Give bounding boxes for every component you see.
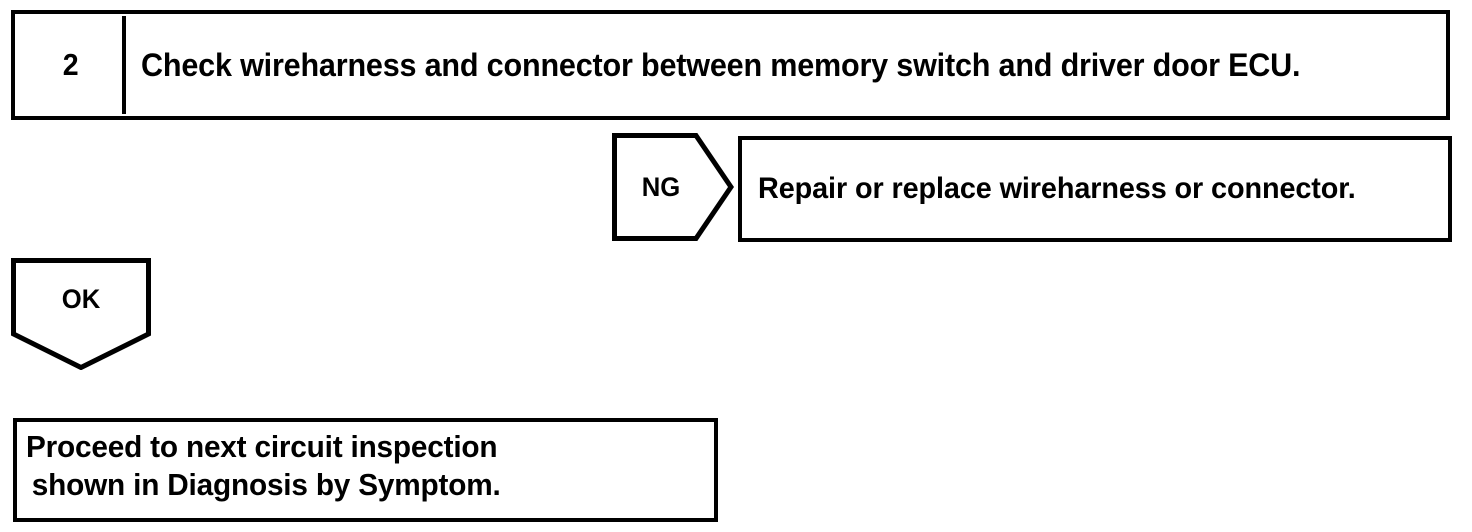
pentagon-down-icon — [11, 258, 151, 370]
final-outcome-box: Proceed to next circuit inspection shown… — [13, 418, 718, 522]
ng-branch-pentagon: NG — [612, 133, 734, 241]
step-instruction-cell: Check wireharness and connector between … — [126, 14, 1446, 116]
ng-branch-label: NG — [641, 171, 681, 202]
ng-result-box: Repair or replace wireharness or connect… — [738, 136, 1452, 242]
step-instruction-text: Check wireharness and connector between … — [141, 46, 1301, 83]
final-outcome-line-1: Proceed to next circuit inspection — [26, 429, 498, 464]
step-box: 2 Check wireharness and connector betwee… — [11, 10, 1450, 120]
step-number: 2 — [62, 47, 79, 82]
ok-branch-label: OK — [61, 283, 101, 314]
pentagon-right-icon — [612, 133, 734, 241]
step-number-cell: 2 — [15, 14, 126, 116]
final-outcome-line-2: shown in Diagnosis by Symptom. — [31, 467, 501, 502]
ng-result-text: Repair or replace wireharness or connect… — [758, 172, 1356, 205]
ok-branch-pentagon: OK — [11, 258, 151, 370]
